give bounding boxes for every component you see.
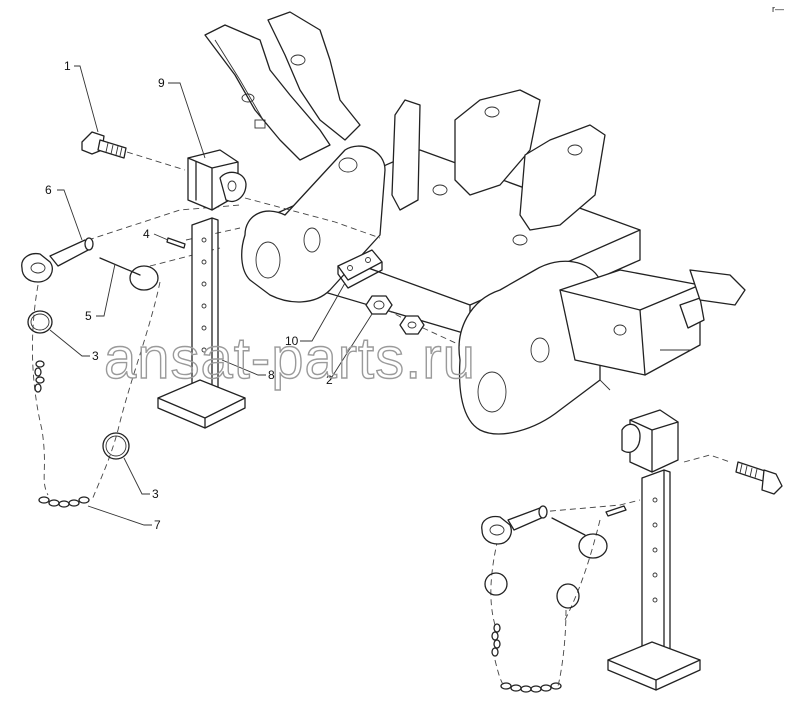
- callout-6: 6: [45, 183, 52, 197]
- callout-10: 10: [285, 334, 299, 348]
- linch-pin-left: [99, 257, 159, 291]
- assembly-lines: [31, 151, 731, 626]
- roll-pin-right: [605, 505, 627, 517]
- leader-lines: [49, 65, 373, 526]
- callout-8: 8: [268, 368, 275, 382]
- roll-pin-left: [166, 237, 186, 249]
- callout-1: 1: [64, 59, 71, 73]
- bolt-left: [81, 131, 127, 159]
- callout-labels: 1 9 6 4 5 3 10 2 8 3 7: [45, 59, 333, 532]
- jack-stand-right: [607, 469, 701, 691]
- hitch-pin-left: [21, 237, 94, 283]
- clamp-bracket-right: [621, 409, 679, 473]
- watermark-text: ansat-parts.ru: [104, 326, 476, 391]
- callout-2: 2: [326, 373, 333, 387]
- corner-mark: r—: [772, 4, 784, 14]
- chain-short: [34, 360, 45, 393]
- main-frame: [204, 11, 746, 435]
- linch-pin-right: [551, 517, 608, 559]
- clamp-bracket: [187, 149, 247, 211]
- rings-chain-right: [484, 572, 580, 693]
- bolt-right: [735, 461, 783, 495]
- lock-nut: [365, 295, 425, 335]
- callout-3-lower: 3: [152, 487, 159, 501]
- chain-long: [38, 496, 90, 508]
- callout-7: 7: [154, 518, 161, 532]
- split-ring-upper: [27, 310, 53, 334]
- jack-stand-left: [157, 217, 246, 429]
- hitch-pin-right: [481, 505, 548, 545]
- split-ring-lower: [102, 432, 130, 460]
- callout-4: 4: [143, 227, 150, 241]
- callout-5: 5: [85, 309, 92, 323]
- callout-9: 9: [158, 76, 165, 90]
- clamp-plate: [337, 249, 383, 289]
- callout-3-upper: 3: [92, 349, 99, 363]
